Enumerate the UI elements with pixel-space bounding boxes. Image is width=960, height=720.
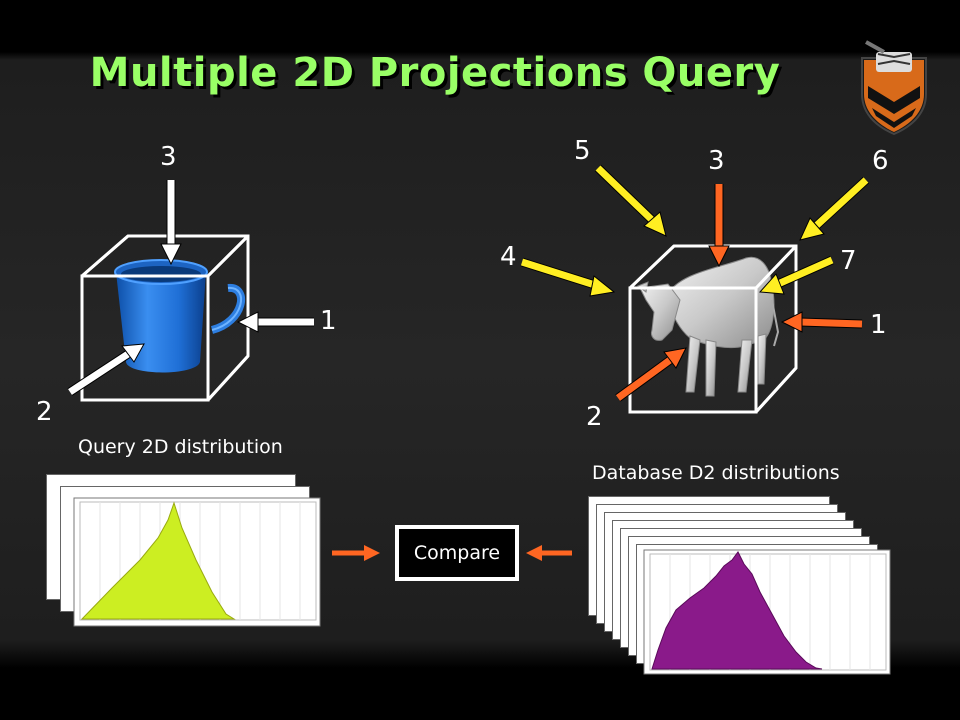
query-histogram-area [80,501,236,620]
database-caption: Database D2 distributions [592,462,840,484]
compare-box: Compare [395,525,519,581]
cow-view-arrow-5 [594,164,667,237]
cow-model [636,256,780,397]
cow-view-arrow-3 [708,184,730,268]
mug-view-arrow-3 [160,180,182,266]
query-to-compare-arrow [332,545,380,561]
mug-view-arrow-1 [236,311,314,333]
cow-view-arrow-4 [520,257,616,297]
mug-label-1: 1 [320,306,337,336]
cow-view-arrow-2 [615,347,687,402]
cow-label-1: 1 [870,310,887,340]
query-caption: Query 2D distribution [78,436,283,458]
mug-view-arrow-2 [67,343,145,396]
cow-label-3: 3 [708,146,725,176]
cow-label-7: 7 [840,246,857,276]
cow-label-5: 5 [574,136,591,166]
cow-label-4: 4 [500,242,517,272]
database-histogram-area [651,551,823,670]
mug-label-2: 2 [36,397,53,427]
cow-label-6: 6 [872,146,889,176]
cow-view-arrow-6 [799,176,870,241]
cow-view-arrow-7 [758,255,834,295]
mug-label-3: 3 [160,142,177,172]
cow-label-2: 2 [586,402,603,432]
slide-title: Multiple 2D Projections Query [89,50,781,96]
database-to-compare-arrow [526,545,572,561]
cow-view-arrow-1 [780,311,863,333]
